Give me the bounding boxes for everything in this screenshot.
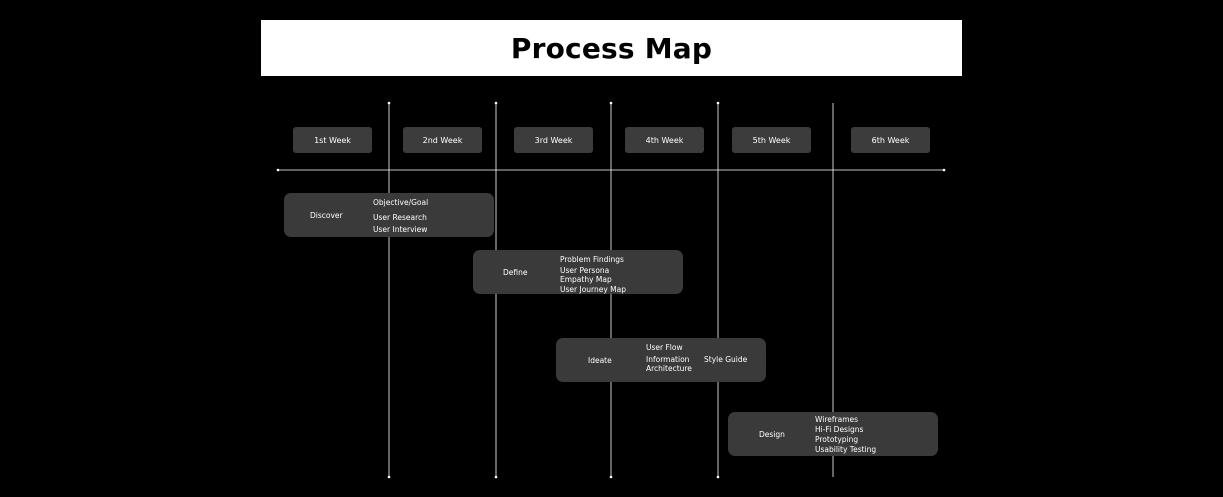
divider-4-bottom [716,475,720,479]
divider-3-bottom [609,475,613,479]
axis-end-left [276,168,280,172]
phase-name: Design [759,430,785,439]
task-item: Empathy Map [560,275,612,284]
divider-1-bottom [387,475,391,479]
phase-name: Ideate [588,356,612,365]
phase-ideate: Ideate User Flow Information Architectur… [556,338,766,382]
page-title: Process Map [510,31,713,65]
task-item: Hi-Fi Designs [815,425,864,434]
divider-2-bottom [494,475,498,479]
axis-end-right [942,168,946,172]
phase-name: Discover [310,211,343,220]
task-item: Usability Testing [815,445,877,454]
phase-name: Define [503,268,528,277]
task-item: User Persona [560,266,610,275]
divider-1-top [387,101,391,105]
divider-3-top [609,101,613,105]
task-item: Objective/Goal [373,198,429,207]
task-item: Information Architecture [646,355,692,373]
phase-discover: Discover Objective/Goal User Research Us… [284,193,494,237]
task-item: User Flow [646,343,683,352]
title-band: Process Map [261,20,962,76]
phase-define: Define Problem Findings User Persona Emp… [473,250,683,294]
divider-2-top [494,101,498,105]
phase-design: Design Wireframes Hi-Fi Designs Prototyp… [728,412,938,456]
task-item: Style Guide [704,355,748,364]
task-item: User Interview [373,225,428,234]
week-label-4: 4th Week [625,127,704,153]
task-item: User Research [373,213,427,222]
task-item: User Journey Map [560,285,627,294]
week-label-5: 5th Week [732,127,811,153]
week-label-6: 6th Week [851,127,930,153]
task-item: Wireframes [815,415,859,424]
task-item: Problem Findings [560,255,624,264]
divider-4-top [716,101,720,105]
week-label-2: 2nd Week [403,127,482,153]
week-label-1: 1st Week [293,127,372,153]
task-item: Prototyping [815,435,859,444]
week-label-3: 3rd Week [514,127,593,153]
